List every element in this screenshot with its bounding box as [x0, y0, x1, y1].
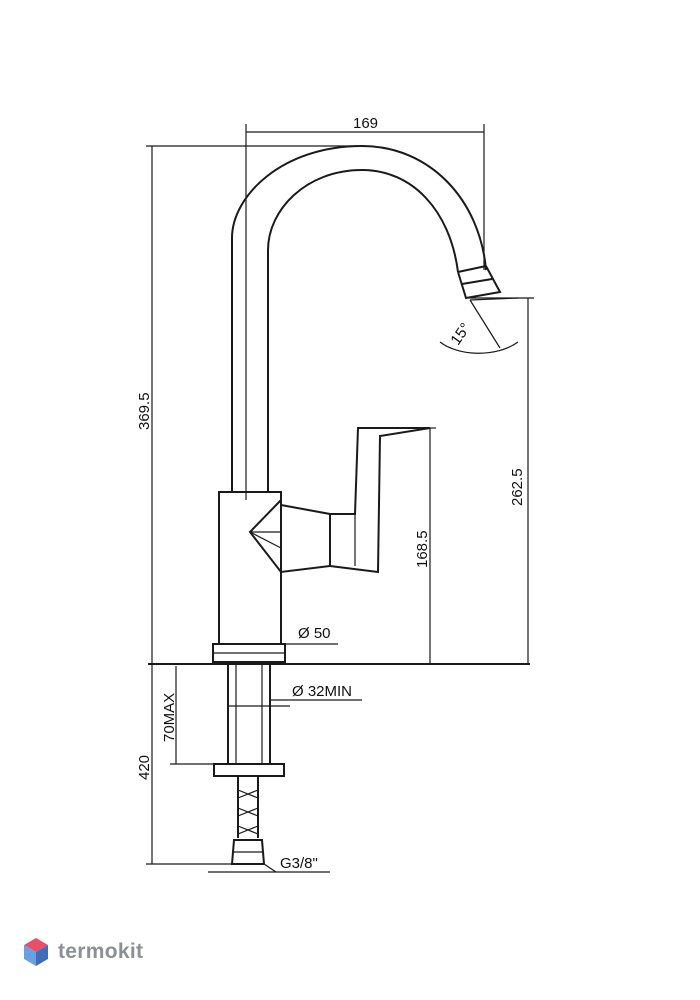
braided-hose: [237, 776, 259, 838]
dim-hose-length: 420: [136, 755, 153, 780]
angle-arc: [439, 341, 519, 354]
dim-total-height: 369.5: [136, 392, 153, 430]
faucet-body: [218, 491, 282, 645]
dim-top-width: 169: [353, 115, 378, 132]
spout-nozzle: [457, 265, 502, 300]
dim-body-diameter: Ø 50: [298, 625, 331, 642]
dim-connection: G3/8": [280, 855, 318, 872]
cube-logo-icon: [24, 938, 48, 966]
spout-outer: [231, 144, 487, 492]
termokit-logo: termokit: [22, 936, 143, 968]
handle-connector: [248, 499, 331, 574]
dim-angle: 15°: [447, 320, 474, 348]
fixing-nut: [213, 763, 285, 777]
dim-max-thickness: 70MAX: [161, 693, 178, 742]
logo-text: termokit: [58, 940, 144, 963]
dim-hole-diameter: Ø 32MIN: [292, 683, 352, 700]
spout-inner: [267, 168, 459, 492]
dim-spout-height: 262.5: [509, 468, 526, 506]
mounting-shank: [227, 663, 271, 765]
dim-handle-height: 168.5: [414, 530, 431, 568]
